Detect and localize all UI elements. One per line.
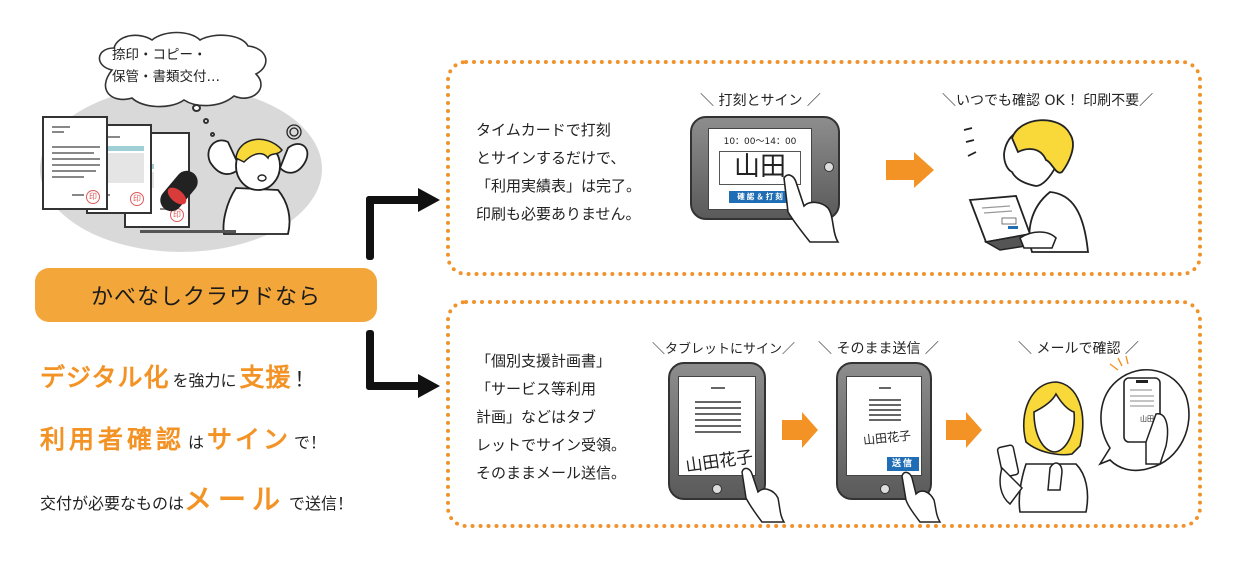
tablet-sign-description: 「個別支援計画書」 「サービス等利用 計画」などはタブ レットでサイン受領。 そ… bbox=[476, 347, 626, 487]
thought-dot-1 bbox=[192, 104, 201, 112]
description-line: 計画」などはタブ bbox=[476, 408, 597, 426]
description-line: 「サービス等利用 bbox=[476, 380, 597, 398]
tablet-landscape: 10：00～14：00 山田 確認＆打刻 bbox=[690, 116, 840, 220]
slogan-digitalization: デジタル化 を強力に 支援 ！ bbox=[40, 358, 318, 394]
arrow-right-icon bbox=[418, 188, 440, 212]
thought-line-1: 捺印・コピー・ bbox=[112, 47, 207, 63]
slogan-text: は bbox=[188, 433, 205, 452]
tablet-portrait-sign: 山田花子 bbox=[668, 362, 766, 500]
description-line: とサインするだけで、 bbox=[476, 149, 626, 167]
home-button-icon bbox=[824, 162, 834, 172]
send-button[interactable]: 送信 bbox=[887, 457, 919, 471]
home-button-icon bbox=[712, 484, 722, 494]
connector-top-vertical bbox=[366, 196, 374, 260]
confirm-stamp-button[interactable]: 確認＆打刻 bbox=[729, 191, 793, 203]
timecard-description: タイムカードで打刻 とサインするだけで、 「利用実績表」は完了。 印刷も必要あり… bbox=[476, 116, 641, 228]
timecard-panel bbox=[446, 60, 1202, 276]
seal-stamp-icon: 印 bbox=[86, 190, 100, 204]
seal-stamp-icon: 印 bbox=[130, 192, 144, 206]
description-line: 「利用実績表」は完了。 bbox=[476, 177, 642, 195]
thought-bubble bbox=[98, 31, 267, 108]
arrow-right-icon bbox=[418, 374, 440, 398]
description-line: 印刷も必要ありません。 bbox=[476, 205, 641, 223]
description-line: そのままメール送信。 bbox=[476, 464, 627, 482]
tablet-screen: 山田花子 bbox=[678, 376, 756, 477]
slogan-text: を強力に bbox=[172, 371, 237, 390]
connector-bottom-vertical bbox=[366, 330, 374, 390]
slogan-text: 交付が必要なものは bbox=[40, 494, 185, 513]
slogan-text: で！ bbox=[294, 433, 327, 452]
orange-arrow-icon bbox=[782, 410, 822, 450]
caption-stamp-and-sign: ＼ 打刻とサイン ／ bbox=[700, 93, 821, 109]
orange-arrow-icon bbox=[946, 410, 986, 450]
slogan-text: で送信！ bbox=[289, 494, 354, 513]
slogan-email: 交付が必要なものは メール で送信！ bbox=[40, 478, 356, 518]
pointing-hand-icon bbox=[901, 471, 942, 523]
thought-dot-3 bbox=[210, 132, 215, 137]
tablet-sign-panel bbox=[446, 300, 1202, 528]
caption-sign-on-tablet: ＼タブレットにサイン／ bbox=[652, 342, 796, 357]
slogan-highlight: 利用者確認 bbox=[40, 425, 186, 454]
laptop-base bbox=[140, 230, 236, 233]
thought-line-2: 保管・書類交付… bbox=[112, 69, 220, 85]
woman-with-phone-icon bbox=[996, 381, 1089, 513]
slogan-signature: 利用者確認 は サイン で！ bbox=[40, 420, 329, 456]
connector-top-horizontal bbox=[366, 196, 422, 204]
description-line: レットでサイン受領。 bbox=[476, 436, 627, 454]
thought-bubble-text: 捺印・コピー・ 保管・書類交付… bbox=[112, 44, 262, 88]
thought-dot-2 bbox=[203, 118, 209, 124]
phone-signature: 山田 bbox=[1140, 415, 1154, 423]
slogan-text: ！ bbox=[294, 367, 315, 391]
phone-zoom-bubble-icon bbox=[1098, 355, 1190, 472]
slogan-highlight: デジタル化 bbox=[40, 363, 170, 392]
caption-check-anytime: ＼いつでも確認 OK ！印刷不要／ bbox=[942, 93, 1154, 109]
description-line: 「個別支援計画書」 bbox=[476, 352, 612, 370]
handwritten-signature: 山田花子 bbox=[862, 428, 912, 448]
document-1: 印 bbox=[42, 116, 108, 210]
tablet-portrait-send: 山田花子 送信 bbox=[836, 362, 932, 500]
slogan-highlight: メール bbox=[184, 483, 287, 516]
tablet-screen: 山田花子 送信 bbox=[846, 376, 922, 476]
worried-person-icon bbox=[207, 124, 309, 235]
time-range: 10：00～14：00 bbox=[723, 137, 797, 147]
orange-arrow-icon bbox=[886, 150, 936, 190]
caption-check-by-email: ＼ メールで確認 ／ bbox=[1018, 341, 1139, 357]
slogan-highlight: 支援 bbox=[239, 363, 292, 392]
signature-box: 山田 bbox=[719, 151, 801, 185]
slogan-highlight: サイン bbox=[207, 425, 292, 454]
description-line: タイムカードで打刻 bbox=[476, 121, 611, 139]
pointing-hand-icon bbox=[783, 174, 840, 243]
caption-send-as-is: ＼ そのまま送信 ／ bbox=[818, 341, 939, 357]
kabenashi-cloud-label: かべなしクラウドなら bbox=[35, 268, 377, 322]
connector-bottom-horizontal bbox=[366, 382, 422, 390]
person-with-laptop-icon bbox=[963, 119, 1089, 253]
home-button-icon bbox=[880, 484, 890, 494]
pointing-hand-icon bbox=[741, 467, 786, 523]
